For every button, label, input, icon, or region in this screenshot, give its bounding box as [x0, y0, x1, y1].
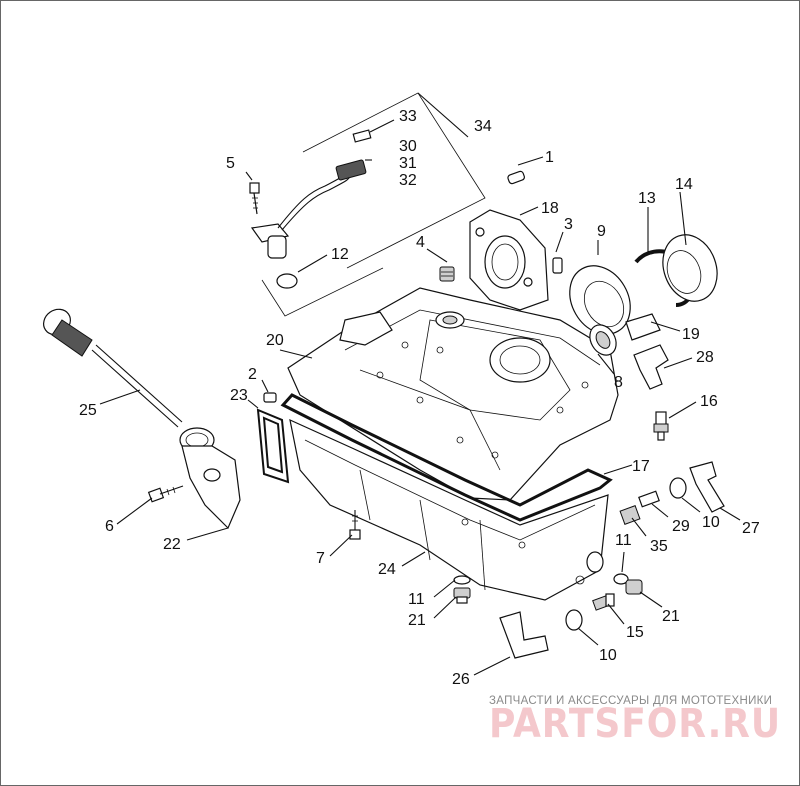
callout-12: 12	[331, 246, 349, 263]
callout-21-left: 21	[408, 612, 426, 629]
callout-7: 7	[316, 550, 325, 567]
callout-5: 5	[226, 155, 235, 172]
callout-27: 27	[742, 520, 760, 537]
sensor-bolt	[249, 182, 260, 215]
hose-clamp-lower	[565, 609, 583, 631]
housing-gasket	[280, 393, 613, 522]
speed-sensor	[250, 129, 372, 259]
callout-20: 20	[266, 332, 284, 349]
filler-bolt	[147, 485, 184, 503]
pan-bolt	[349, 510, 361, 540]
filler-neck	[179, 427, 241, 530]
callout-30: 30	[399, 138, 417, 155]
callout-14: 14	[675, 176, 693, 193]
callout-22: 22	[163, 536, 181, 553]
bearing-spacer	[625, 313, 661, 341]
dowel-pin-housing	[263, 392, 277, 403]
callout-10-right: 10	[702, 514, 720, 531]
callout-21-right: 21	[662, 608, 680, 625]
sealing-washer	[613, 573, 629, 585]
callout-labels: 1 18 3 4 5 12 33 30 31 32 34 9 13 14 19 …	[79, 108, 760, 688]
callout-1: 1	[545, 149, 554, 166]
callout-10-lower: 10	[599, 647, 617, 664]
sensor-o-ring	[276, 273, 298, 289]
callout-13: 13	[638, 190, 656, 207]
callout-31: 31	[399, 155, 417, 172]
watermark: ЗАПЧАСТИ И АКСЕССУАРЫ ДЛЯ МОТОТЕХНИКИ PA…	[489, 695, 781, 747]
main-bearing	[569, 265, 631, 335]
callout-24: 24	[378, 561, 396, 578]
callout-18: 18	[541, 200, 559, 217]
callout-2: 2	[248, 366, 257, 383]
callout-26: 26	[452, 671, 470, 688]
breather-plug	[439, 266, 455, 282]
dowel-pin-side	[552, 257, 563, 274]
callout-25: 25	[79, 402, 97, 419]
cover-gasket	[256, 408, 290, 484]
oil-pan	[289, 418, 609, 601]
dipstick	[43, 308, 183, 428]
callout-11-left: 11	[408, 591, 425, 608]
dowel-pin-top	[507, 170, 525, 185]
hose-fitting-side	[619, 490, 660, 525]
callout-17: 17	[632, 458, 650, 475]
oil-hose-right	[689, 461, 725, 513]
callout-3: 3	[564, 216, 573, 233]
callout-29: 29	[672, 518, 690, 535]
needle-bearing	[589, 324, 617, 356]
watermark-subtitle: ЗАПЧАСТИ И АКСЕССУАРЫ ДЛЯ МОТОТЕХНИКИ	[489, 695, 772, 707]
callout-35: 35	[650, 538, 668, 555]
callout-33: 33	[399, 108, 417, 125]
drain-plug	[453, 575, 471, 604]
oil-hose-lower	[499, 611, 549, 659]
callout-11-right: 11	[615, 532, 632, 549]
callout-32: 32	[399, 172, 417, 189]
hose-clamp-right	[669, 477, 687, 499]
oil-hose-upper	[633, 344, 669, 390]
callout-15: 15	[626, 624, 644, 641]
callout-9: 9	[597, 223, 606, 240]
callout-4: 4	[416, 234, 425, 251]
callout-34: 34	[474, 118, 492, 135]
callout-16: 16	[700, 393, 718, 410]
callout-19: 19	[682, 326, 700, 343]
drain-fitting-right	[625, 579, 643, 595]
callout-28: 28	[696, 349, 714, 366]
watermark-logo: PARTSFOR.RU	[489, 701, 781, 747]
hose-fitting-top	[653, 411, 669, 441]
oil-seal	[662, 234, 718, 302]
leader-lines	[99, 92, 741, 676]
transmission-housing	[287, 287, 619, 501]
callout-8: 8	[614, 374, 623, 391]
callout-23: 23	[230, 387, 248, 404]
bearing-bracket	[469, 209, 549, 311]
sensor-kit-bracket	[261, 92, 486, 317]
callout-6: 6	[105, 518, 114, 535]
